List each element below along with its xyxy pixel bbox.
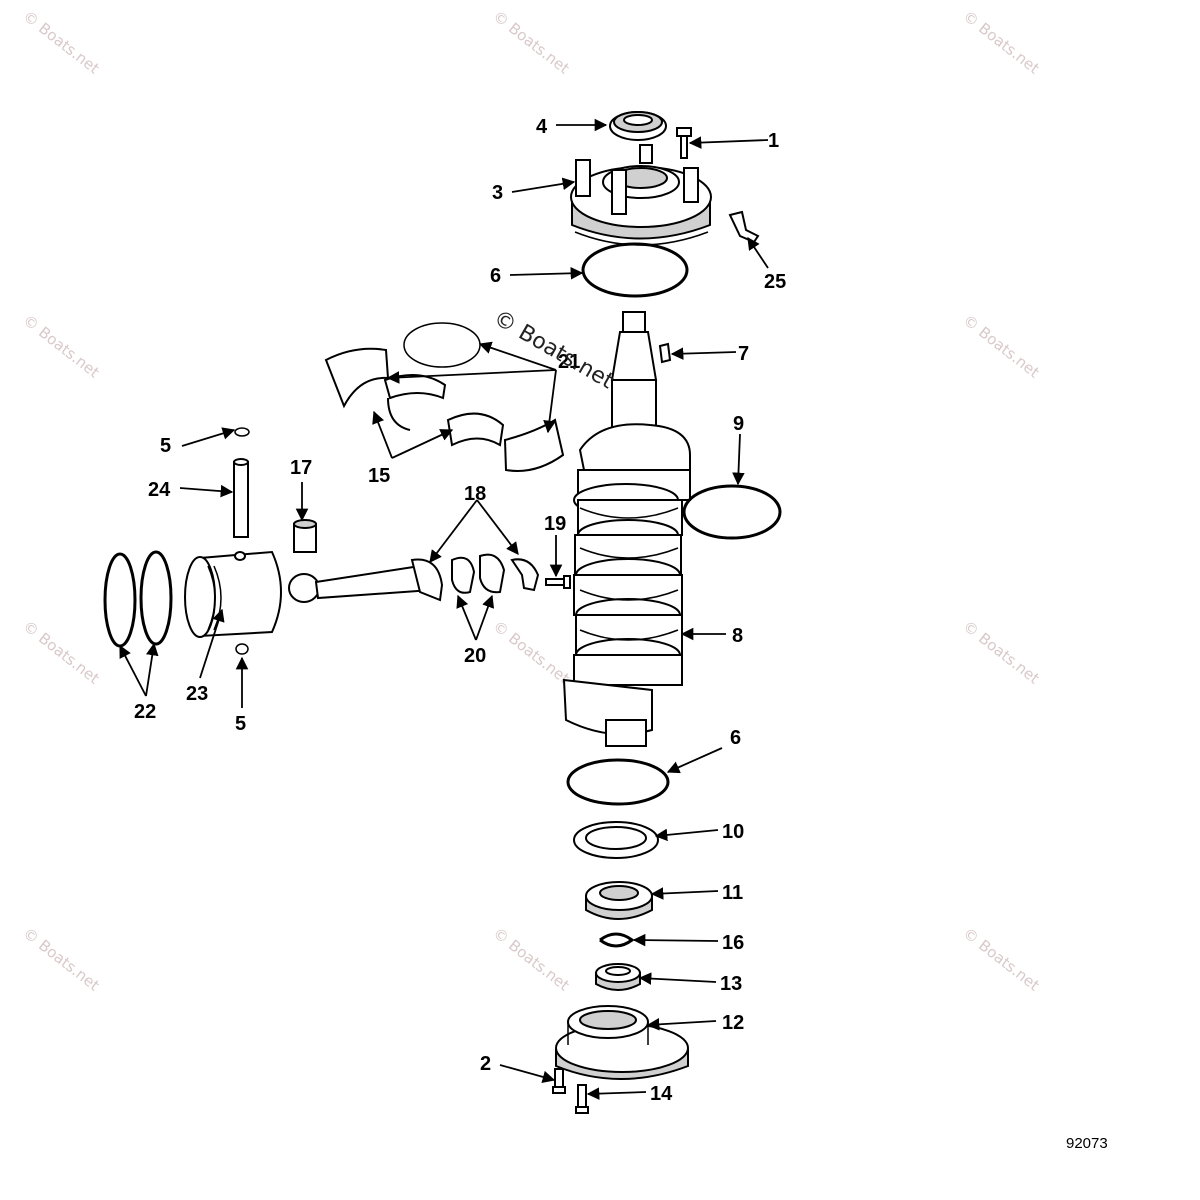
callout-16: 16: [722, 932, 744, 954]
part-13-seal: [595, 963, 641, 991]
callout-5-bottom: 5: [235, 713, 246, 735]
part-17-needle-bearing: [293, 519, 317, 553]
watermark: © Boats.net: [20, 7, 103, 78]
callout-22: 22: [134, 701, 156, 723]
part-25-clip: [728, 210, 760, 244]
part-5-retainer-bottom: [235, 643, 249, 655]
callout-2: 2: [480, 1053, 491, 1075]
callout-20: 20: [464, 645, 486, 667]
watermark: © Boats.net: [20, 311, 103, 382]
watermark: © Boats.net: [20, 617, 103, 688]
part-22-piston-rings: [103, 550, 173, 648]
watermark: © Boats.net: [960, 7, 1043, 78]
callout-18: 18: [464, 483, 486, 505]
callout-6-bottom: 6: [730, 727, 741, 749]
callout-3: 3: [492, 182, 503, 204]
callout-14: 14: [650, 1083, 673, 1105]
part-11-ball-bearing: [585, 881, 653, 920]
watermark: © Boats.net: [490, 924, 573, 995]
part-9-ring: [682, 484, 782, 540]
callout-11: 11: [722, 882, 743, 904]
part-14-screw: [575, 1084, 589, 1114]
callout-25: 25: [764, 271, 786, 293]
part-18-rod-cap: [510, 558, 540, 592]
connecting-rod: [288, 558, 444, 603]
callout-15: 15: [368, 465, 390, 487]
callout-1: 1: [768, 130, 779, 152]
watermark-dark: © Boats.net: [489, 306, 618, 395]
watermark: © Boats.net: [20, 924, 103, 995]
callout-12: 12: [722, 1012, 744, 1034]
callout-7: 7: [738, 343, 749, 365]
watermark-layer: © Boats.net © Boats.net © Boats.net © Bo…: [20, 7, 1043, 995]
part-4-seal: [609, 111, 667, 141]
callout-21: 21: [558, 351, 580, 373]
part-7-key: [658, 342, 672, 364]
callout-labels: 1 2 3 4 5 5 6 6 7 8 9 10 11 12 13 14 15 …: [134, 116, 786, 1105]
part-21-bearing-halves: [324, 322, 565, 472]
callout-8: 8: [732, 625, 743, 647]
leader-lines: [119, 118, 769, 1100]
part-19-screw: [545, 575, 571, 589]
part-6-oring-top: [581, 242, 689, 298]
part-20-bearing-cages: [451, 553, 506, 594]
callout-13: 13: [720, 973, 742, 995]
callout-24: 24: [148, 479, 171, 501]
part-10-gasket: [573, 821, 659, 859]
callout-17: 17: [290, 457, 312, 479]
callout-6-top: 6: [490, 265, 501, 287]
watermark: © Boats.net: [490, 7, 573, 78]
part-5-retainer-top: [234, 427, 250, 437]
part-23-piston: [184, 550, 282, 638]
part-2-screw: [552, 1068, 566, 1094]
watermark: © Boats.net: [960, 311, 1043, 382]
part-24-piston-pin: [233, 458, 249, 538]
callout-9: 9: [733, 413, 744, 435]
watermark: © Boats.net: [960, 924, 1043, 995]
watermark: © Boats.net: [490, 617, 573, 688]
callout-4: 4: [536, 116, 548, 138]
part-6-oring-bottom: [566, 758, 670, 806]
callout-10: 10: [722, 821, 744, 843]
drawing-number: 92073: [1066, 1135, 1108, 1152]
callout-5-top: 5: [160, 435, 171, 457]
watermark: © Boats.net: [960, 617, 1043, 688]
part-3-upper-housing: [570, 144, 712, 246]
callout-19: 19: [544, 513, 566, 535]
callout-23: 23: [186, 683, 208, 705]
part-12-lower-housing: [555, 1005, 689, 1080]
part-8-crankshaft: [562, 311, 691, 747]
part-16-retaining-ring: [599, 932, 635, 948]
part-15-needle-cages: [383, 374, 505, 447]
part-1-screw: [676, 127, 692, 159]
